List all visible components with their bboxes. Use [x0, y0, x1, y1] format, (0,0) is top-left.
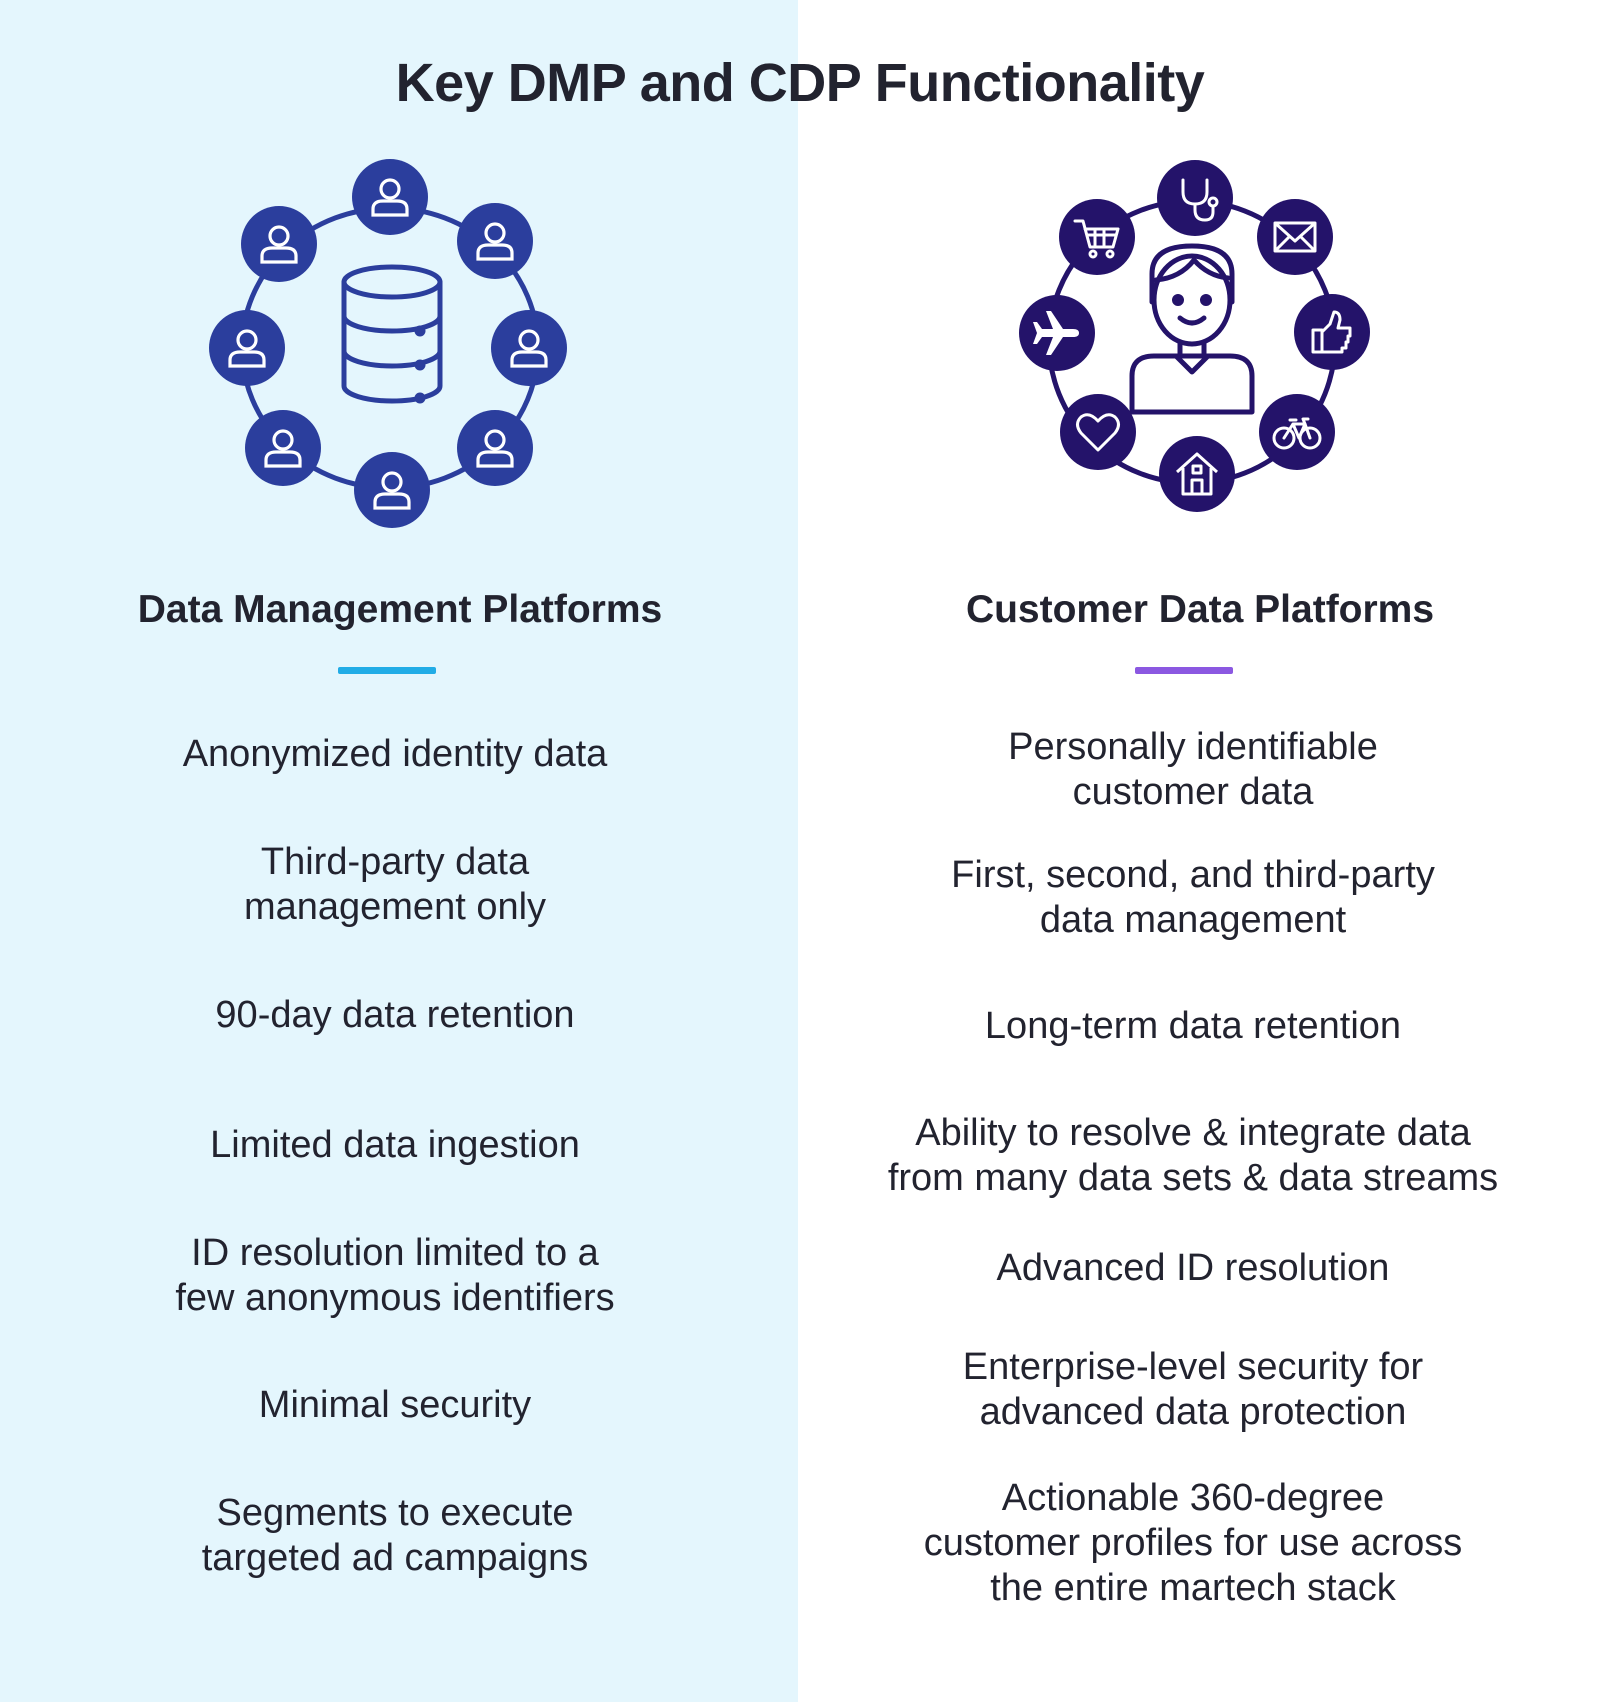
- user-icon: [510, 329, 548, 368]
- dmp-graphic: [180, 150, 600, 550]
- user-node-bottom-right: [457, 410, 533, 486]
- user-icon: [264, 429, 302, 468]
- page-title: Key DMP and CDP Functionality: [395, 53, 1205, 113]
- dmp-network-diagram: [209, 159, 567, 528]
- user-icon: [373, 471, 411, 510]
- bicycle-node: [1259, 394, 1335, 470]
- envelope-node: [1257, 199, 1333, 275]
- database-icon: [341, 264, 443, 404]
- user-icon: [476, 222, 514, 261]
- cdp-heading-underline: [1135, 667, 1233, 674]
- user-icon: [228, 329, 266, 368]
- cdp-network-diagram: [1019, 160, 1370, 512]
- cdp-graphic: [980, 150, 1400, 550]
- dmp-heading-underline: [338, 667, 436, 674]
- heart-icon: [1076, 413, 1120, 452]
- stethoscope-node: [1157, 160, 1233, 236]
- customer-person-icon: [1129, 243, 1255, 415]
- user-node-left: [209, 310, 285, 386]
- user-node-right: [491, 310, 567, 386]
- dmp-item: 90-day data retention: [215, 994, 575, 1036]
- bicycle-icon: [1272, 417, 1322, 450]
- user-node-top-right: [457, 203, 533, 279]
- cdp-item: Advanced ID resolution: [996, 1247, 1390, 1289]
- dmp-item: Anonymized identity data: [182, 733, 608, 775]
- heart-node: [1060, 394, 1136, 470]
- user-node-bottom: [354, 452, 430, 528]
- thumbs-up-icon: [1311, 310, 1352, 354]
- dmp-item: Third-party data management only: [243, 841, 547, 928]
- envelope-icon: [1273, 221, 1317, 253]
- shopping-cart-icon: [1073, 219, 1120, 259]
- user-node-top-left: [241, 206, 317, 282]
- user-icon: [476, 429, 514, 468]
- cdp-item: Actionable 360-degree customer profiles …: [923, 1477, 1463, 1609]
- cdp-item: Ability to resolve & integrate data from…: [887, 1112, 1499, 1199]
- dmp-item: Limited data ingestion: [210, 1124, 580, 1166]
- thumbs-up-node: [1294, 294, 1370, 370]
- dmp-heading: Data Management Platforms: [137, 588, 663, 631]
- dmp-item: ID resolution limited to a few anonymous…: [175, 1232, 615, 1319]
- cdp-panel-background: [798, 0, 1600, 1702]
- user-icon: [371, 178, 409, 217]
- cdp-item: Enterprise-level security for advanced d…: [962, 1346, 1424, 1433]
- dmp-panel-background: [0, 0, 798, 1702]
- user-icon: [260, 225, 298, 264]
- cdp-item: First, second, and third-party data mana…: [951, 854, 1435, 941]
- dmp-item: Segments to execute targeted ad campaign…: [201, 1492, 589, 1579]
- airplane-node: [1019, 295, 1095, 371]
- user-node-bottom-left: [245, 410, 321, 486]
- airplane-icon: [1033, 311, 1079, 355]
- stethoscope-icon: [1181, 178, 1219, 222]
- cdp-heading: Customer Data Platforms: [965, 588, 1435, 631]
- home-icon: [1175, 452, 1219, 496]
- shopping-cart-node: [1059, 199, 1135, 275]
- home-node: [1159, 436, 1235, 512]
- dmp-item: Minimal security: [258, 1384, 532, 1426]
- user-node-top: [352, 159, 428, 235]
- cdp-item: Long-term data retention: [984, 1005, 1402, 1047]
- cdp-item: Personally identifiable customer data: [1008, 726, 1378, 813]
